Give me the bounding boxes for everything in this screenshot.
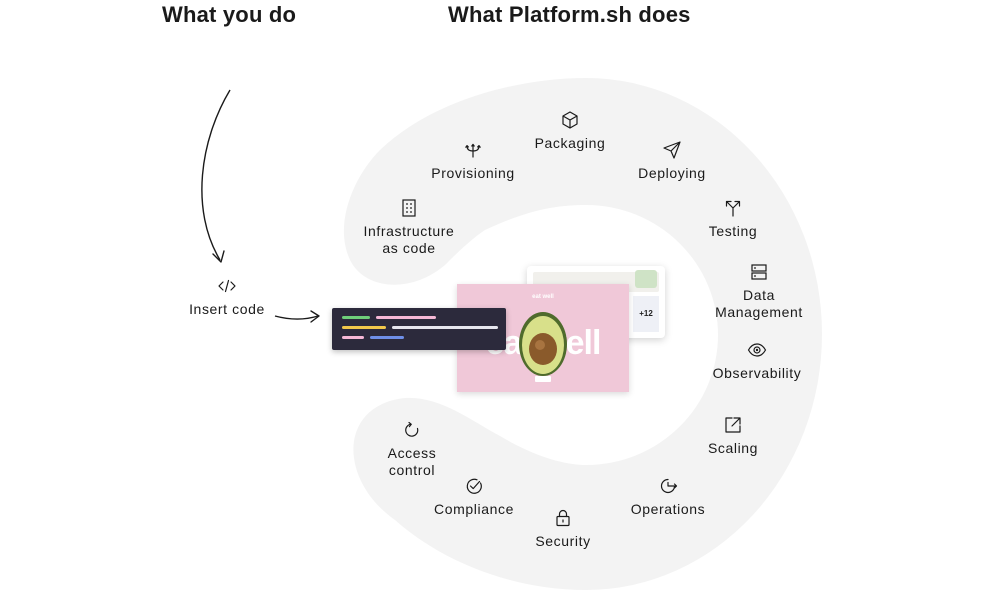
clock-arrow-icon: [660, 478, 678, 494]
avocado-image: [519, 312, 567, 376]
testing-label: Testing: [708, 223, 758, 239]
provisioning-label: Provisioning: [431, 165, 515, 181]
flow-arrow-right: [274, 315, 319, 320]
step-provisioning: Provisioning: [420, 140, 526, 182]
step-operations: Operations: [622, 476, 714, 518]
flow-track: [343, 78, 822, 590]
scaling-label: Scaling: [707, 440, 759, 456]
heading-what-you-do: What you do: [162, 2, 297, 27]
mockup-count-badge: +12: [633, 296, 659, 332]
box-icon: [562, 111, 578, 129]
heading-what-platform-does: What Platform.sh does: [448, 2, 691, 27]
server-icon: [751, 264, 767, 280]
step-compliance: Compliance: [426, 476, 522, 518]
flow-arrow-right-head: [310, 310, 320, 323]
step-data-management: Data Management: [708, 262, 810, 321]
mockup-plant-image: [635, 270, 657, 288]
step-insert-code: Insert code: [182, 276, 272, 318]
deploying-label: Deploying: [638, 165, 706, 181]
step-observability: Observability: [704, 340, 810, 382]
access-control-label-line2: control: [388, 462, 436, 478]
eye-icon: [747, 343, 767, 357]
paper-plane-icon: [663, 141, 681, 159]
step-access-control: Access control: [376, 420, 448, 479]
insert-code-label: Insert code: [189, 301, 265, 317]
code-line: [392, 326, 498, 329]
code-line: [376, 316, 436, 319]
split-arrows-icon: [725, 200, 741, 217]
data-management-label-line2: Management: [715, 304, 803, 320]
code-editor-card: [332, 308, 506, 350]
mockup-cta-button: [535, 376, 551, 382]
code-line: [342, 336, 364, 339]
code-line: [342, 326, 386, 329]
step-security: Security: [526, 508, 600, 550]
step-testing: Testing: [698, 198, 768, 240]
security-label: Security: [535, 533, 591, 549]
infrastructure-label-line2: as code: [382, 240, 436, 256]
operations-label: Operations: [630, 501, 706, 517]
check-circle-icon: [466, 478, 482, 494]
lock-icon: [556, 509, 570, 527]
step-deploying: Deploying: [630, 140, 714, 182]
refresh-icon: [405, 421, 419, 437]
access-control-label-line1: Access: [387, 445, 437, 461]
code-line: [370, 336, 404, 339]
packaging-label: Packaging: [534, 135, 606, 151]
observability-label: Observability: [712, 365, 802, 381]
step-scaling: Scaling: [700, 415, 766, 457]
step-infrastructure: Infrastructure as code: [352, 198, 466, 257]
infrastructure-label-line1: Infrastructure: [363, 223, 455, 239]
data-management-label-line1: Data: [743, 287, 775, 303]
flow-arrow-down-head: [212, 250, 225, 263]
code-icon: [218, 279, 236, 293]
step-packaging: Packaging: [524, 110, 616, 152]
building-icon: [402, 199, 416, 217]
mockup-brand: eat well: [532, 294, 554, 300]
compliance-label: Compliance: [434, 501, 514, 517]
code-line: [342, 316, 370, 319]
expand-icon: [725, 417, 741, 433]
flow-arrow-down: [201, 89, 231, 261]
trident-icon: [465, 143, 481, 158]
